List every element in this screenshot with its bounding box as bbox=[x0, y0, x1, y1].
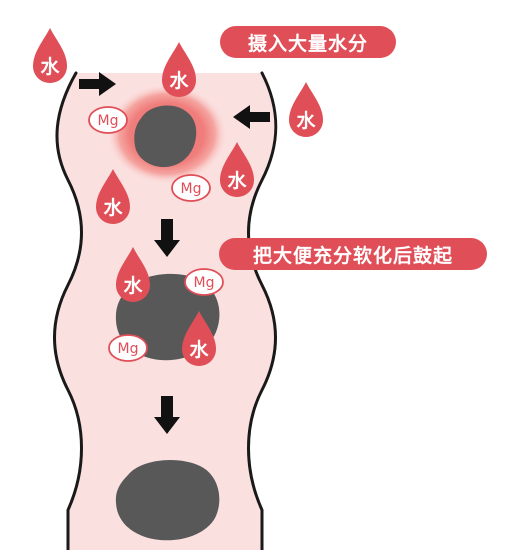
arrow-icon bbox=[154, 396, 180, 434]
mg-badge-icon: Mg bbox=[88, 106, 128, 134]
step-label-intake-water: 摄入大量水分 bbox=[220, 26, 396, 58]
mg-label: Mg bbox=[118, 341, 139, 357]
water-label: 水 bbox=[103, 197, 123, 219]
step-label-soften-stool: 把大便充分软化后鼓起 bbox=[219, 238, 487, 270]
water-drop-icon: 水 bbox=[162, 42, 196, 97]
water-drop-icon: 水 bbox=[289, 82, 323, 137]
water-drop-icon: 水 bbox=[220, 142, 254, 197]
water-label: 水 bbox=[169, 70, 189, 92]
water-drop-icon: 水 bbox=[96, 169, 130, 224]
water-drop-icon: 水 bbox=[116, 247, 150, 302]
mg-label: Mg bbox=[194, 275, 215, 291]
mg-badge-icon: Mg bbox=[171, 174, 211, 202]
water-drop-icon: 水 bbox=[182, 311, 216, 366]
water-drop-icon: 水 bbox=[33, 28, 67, 83]
mg-label: Mg bbox=[181, 181, 202, 197]
water-label: 水 bbox=[40, 56, 60, 78]
water-label: 水 bbox=[189, 339, 209, 361]
arrow-icon bbox=[79, 72, 116, 96]
mg-badge-icon: Mg bbox=[184, 268, 224, 296]
water-label: 水 bbox=[227, 170, 247, 192]
stool-swollen bbox=[115, 460, 220, 541]
arrow-icon bbox=[154, 219, 180, 257]
intestine-wall-right bbox=[247, 71, 278, 550]
water-label: 水 bbox=[123, 275, 143, 297]
water-label: 水 bbox=[296, 110, 316, 132]
stool-hard bbox=[134, 105, 197, 168]
mg-label: Mg bbox=[98, 113, 119, 129]
mg-badge-icon: Mg bbox=[108, 334, 148, 362]
arrow-icon bbox=[233, 105, 270, 129]
intestine-wall-left bbox=[53, 71, 83, 550]
